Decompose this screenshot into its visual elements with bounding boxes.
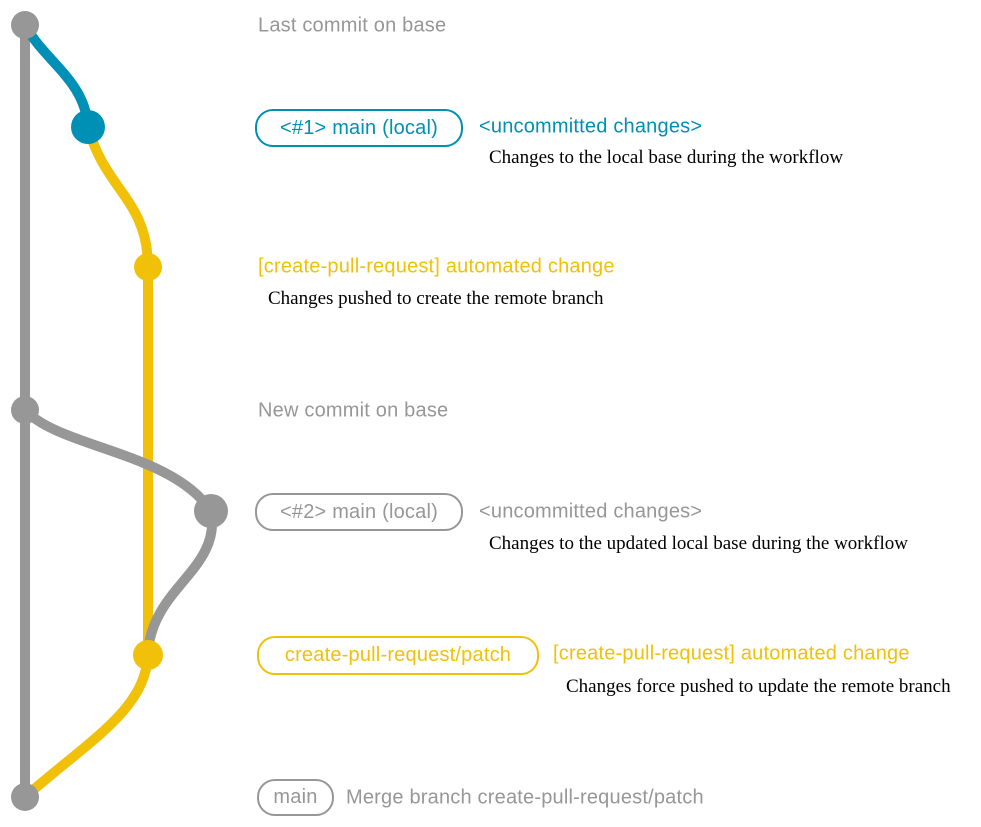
commit-node-merge (11, 783, 39, 811)
commit-message-automated-2: [create-pull-request] automated change (553, 642, 910, 665)
branch-badge-label: <#2> main (local) (280, 500, 438, 523)
local-main-branch-line-1 (20, 20, 93, 132)
branch-badge-patch: create-pull-request/patch (257, 636, 539, 675)
commit-node-automated-1 (134, 253, 162, 281)
commit-message-last-base: Last commit on base (258, 14, 447, 37)
commit-message-uncommitted-1: <uncommitted changes> (479, 115, 703, 138)
commit-node-uncommitted-2 (194, 494, 228, 528)
annotation-uncommitted-1: Changes to the local base during the wor… (489, 147, 844, 168)
commit-message-new-base: New commit on base (258, 399, 449, 422)
commit-node-last-base (11, 11, 39, 39)
commit-message-uncommitted-2: <uncommitted changes> (479, 500, 703, 523)
commit-node-new-base (11, 396, 39, 424)
local-main-branch-line-2 (20, 405, 218, 660)
annotation-automated-1: Changes pushed to create the remote bran… (268, 288, 604, 309)
commit-node-uncommitted-1 (71, 110, 105, 144)
branch-badge-label: create-pull-request/patch (284, 644, 512, 666)
branch-badge-main: main (257, 779, 334, 816)
branch-badge-main-local-1: <#1> main (local) (255, 109, 463, 147)
commit-message-merge: Merge branch create-pull-request/patch (346, 786, 704, 809)
branch-badge-label: <#1> main (local) (280, 116, 438, 139)
git-graph (11, 11, 228, 811)
annotation-automated-2: Changes force pushed to update the remot… (566, 676, 951, 697)
annotation-uncommitted-2: Changes to the updated local base during… (489, 533, 908, 554)
branch-badge-label: main (273, 786, 318, 808)
commit-message-automated-1: [create-pull-request] automated change (258, 255, 615, 278)
commit-node-automated-2 (133, 640, 163, 670)
branch-badge-main-local-2: <#2> main (local) (255, 493, 463, 531)
